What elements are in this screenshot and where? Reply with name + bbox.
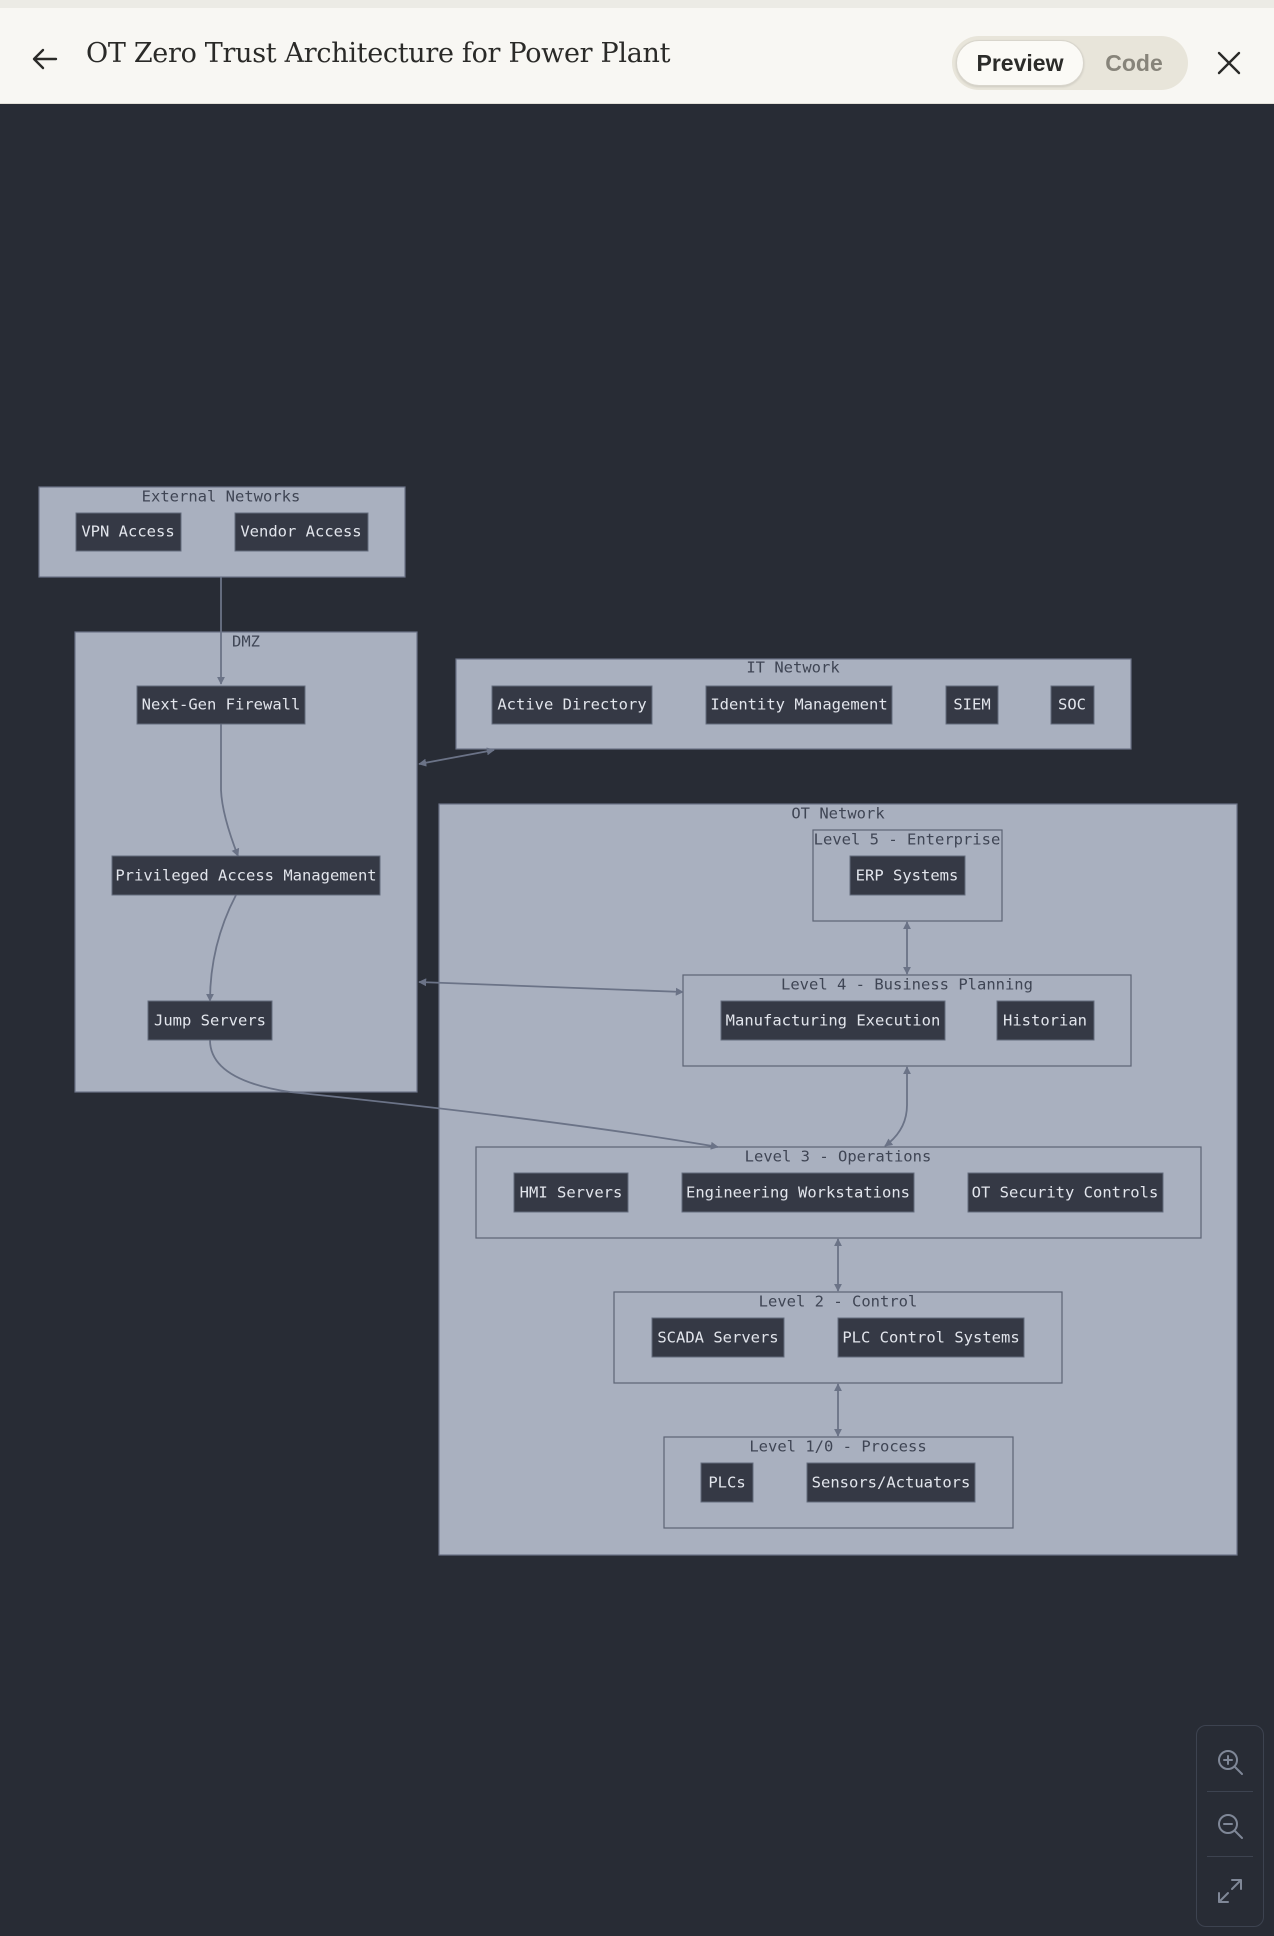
svg-text:OT Security Controls: OT Security Controls xyxy=(972,1184,1159,1202)
subcluster-level-4: Level 4 - Business Planning xyxy=(682,974,1132,1067)
svg-text:Manufacturing Execution: Manufacturing Execution xyxy=(726,1012,941,1030)
svg-text:ERP Systems: ERP Systems xyxy=(856,867,959,885)
view-toggle: Preview Code xyxy=(952,36,1188,90)
subcluster-level-5: Level 5 - Enterprise xyxy=(812,829,1003,922)
node-active-directory[interactable]: Active Directory xyxy=(491,685,653,725)
svg-text:SIEM: SIEM xyxy=(953,696,990,714)
node-privileged-access-management[interactable]: Privileged Access Management xyxy=(111,855,381,896)
divider xyxy=(1207,1856,1253,1857)
node-plc-control-systems[interactable]: PLC Control Systems xyxy=(837,1317,1025,1358)
fit-screen-icon xyxy=(1218,1879,1242,1903)
svg-text:Identity Management: Identity Management xyxy=(710,696,887,714)
node-next-gen-firewall[interactable]: Next-Gen Firewall xyxy=(136,685,306,725)
cluster-title: OT Network xyxy=(791,805,885,823)
zoom-in-icon xyxy=(1218,1750,1243,1775)
node-scada-servers[interactable]: SCADA Servers xyxy=(651,1317,785,1358)
divider xyxy=(1207,1791,1253,1792)
diagram-canvas[interactable]: .cl { fill:#a9b0bf; stroke:#6b7387; stro… xyxy=(0,104,1274,1936)
svg-text:Level 4 - Business Planning: Level 4 - Business Planning xyxy=(781,976,1033,994)
svg-text:Jump Servers: Jump Servers xyxy=(154,1012,266,1030)
tab-preview[interactable]: Preview xyxy=(956,40,1084,86)
cluster-title: DMZ xyxy=(232,633,260,651)
diagram-edges xyxy=(206,577,911,1437)
node-vpn-access[interactable]: VPN Access xyxy=(75,512,182,552)
svg-text:PLCs: PLCs xyxy=(708,1474,745,1492)
svg-text:Vendor Access: Vendor Access xyxy=(240,523,361,541)
subcluster-level-3: Level 3 - Operations xyxy=(475,1146,1202,1239)
node-vendor-access[interactable]: Vendor Access xyxy=(234,512,369,552)
svg-text:Engineering Workstations: Engineering Workstations xyxy=(686,1184,910,1202)
svg-text:SCADA Servers: SCADA Servers xyxy=(657,1329,778,1347)
svg-text:PLC Control Systems: PLC Control Systems xyxy=(842,1329,1019,1347)
zoom-controls xyxy=(1196,1725,1264,1927)
close-icon[interactable] xyxy=(1212,46,1246,80)
node-hmi-servers[interactable]: HMI Servers xyxy=(513,1172,629,1213)
node-plcs[interactable]: PLCs xyxy=(700,1462,754,1503)
zoom-out-icon xyxy=(1218,1814,1243,1839)
zoom-in-button[interactable] xyxy=(1197,1730,1263,1794)
svg-text:Next-Gen Firewall: Next-Gen Firewall xyxy=(142,696,301,714)
cluster-title: IT Network xyxy=(746,659,840,677)
node-siem[interactable]: SIEM xyxy=(945,685,999,725)
svg-text:VPN Access: VPN Access xyxy=(81,523,174,541)
node-identity-management[interactable]: Identity Management xyxy=(705,685,893,725)
node-ot-security-controls[interactable]: OT Security Controls xyxy=(967,1172,1164,1213)
svg-text:Level 3 - Operations: Level 3 - Operations xyxy=(745,1148,932,1166)
subcluster-level-2: Level 2 - Control xyxy=(613,1291,1063,1384)
node-erp-systems[interactable]: ERP Systems xyxy=(849,855,966,896)
svg-text:Active Directory: Active Directory xyxy=(497,696,646,714)
back-arrow-icon[interactable] xyxy=(28,42,62,76)
subcluster-level-1-0: Level 1/0 - Process xyxy=(663,1436,1014,1529)
zoom-out-button[interactable] xyxy=(1197,1794,1263,1858)
svg-text:Level 1/0 - Process: Level 1/0 - Process xyxy=(749,1438,926,1456)
node-soc[interactable]: SOC xyxy=(1050,685,1095,725)
svg-text:Privileged Access Management: Privileged Access Management xyxy=(115,867,376,885)
node-jump-servers[interactable]: Jump Servers xyxy=(147,1000,273,1041)
svg-text:HMI Servers: HMI Servers xyxy=(520,1184,623,1202)
page-title: OT Zero Trust Architecture for Power Pla… xyxy=(86,38,671,69)
top-bar: OT Zero Trust Architecture for Power Pla… xyxy=(0,0,1274,104)
node-sensors-actuators[interactable]: Sensors/Actuators xyxy=(806,1462,976,1503)
svg-text:Level 5 - Enterprise: Level 5 - Enterprise xyxy=(814,831,1001,849)
svg-text:SOC: SOC xyxy=(1058,696,1086,714)
fit-screen-button[interactable] xyxy=(1197,1859,1263,1923)
svg-text:Historian: Historian xyxy=(1003,1012,1087,1030)
node-historian[interactable]: Historian xyxy=(996,1000,1095,1041)
node-engineering-workstations[interactable]: Engineering Workstations xyxy=(681,1172,915,1213)
tab-code[interactable]: Code xyxy=(1105,49,1163,76)
node-manufacturing-execution[interactable]: Manufacturing Execution xyxy=(720,1000,946,1041)
svg-text:Sensors/Actuators: Sensors/Actuators xyxy=(812,1474,971,1492)
svg-text:Level 2 - Control: Level 2 - Control xyxy=(759,1293,918,1311)
cluster-title: External Networks xyxy=(142,488,301,506)
